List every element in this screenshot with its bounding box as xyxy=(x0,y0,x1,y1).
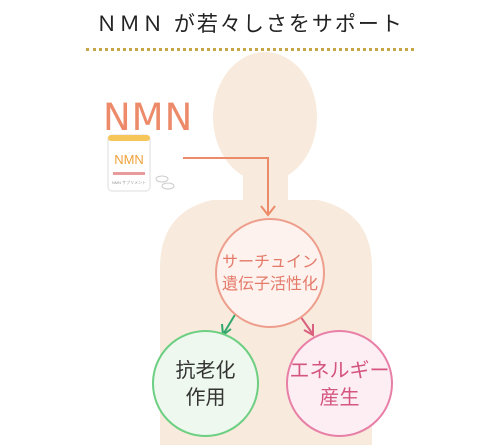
energy-node: エネルギー 産生 xyxy=(286,330,393,437)
nmn-label: NMN xyxy=(103,96,194,139)
neck-shape xyxy=(243,165,288,205)
energy-line1: エネルギー xyxy=(289,357,390,382)
anti-aging-line1: 抗老化 xyxy=(175,357,236,382)
package-stripe xyxy=(113,172,145,175)
sirtuin-node: サーチュイン 遺伝子活性化 xyxy=(215,218,325,328)
nmn-package-image: NMN NMN サプリメント xyxy=(107,134,175,192)
package-cap xyxy=(108,135,150,141)
capsule-2 xyxy=(161,182,175,190)
anti-aging-line2: 作用 xyxy=(185,384,226,409)
page-title: ＮＭＮ が若々しさをサポート xyxy=(96,12,404,36)
anti-aging-node: 抗老化 作用 xyxy=(152,330,259,437)
head-shape xyxy=(213,52,317,182)
energy-line2: 産生 xyxy=(319,384,360,409)
arrow-nmn-to-sirtuin xyxy=(183,157,276,217)
package-text: NMN サプリメント xyxy=(112,179,146,185)
capsule-1 xyxy=(155,175,169,183)
sirtuin-line1: サーチュイン xyxy=(221,252,318,272)
package-brand: NMN xyxy=(114,152,144,167)
sirtuin-line2: 遺伝子活性化 xyxy=(221,274,318,293)
title-divider xyxy=(86,48,414,51)
